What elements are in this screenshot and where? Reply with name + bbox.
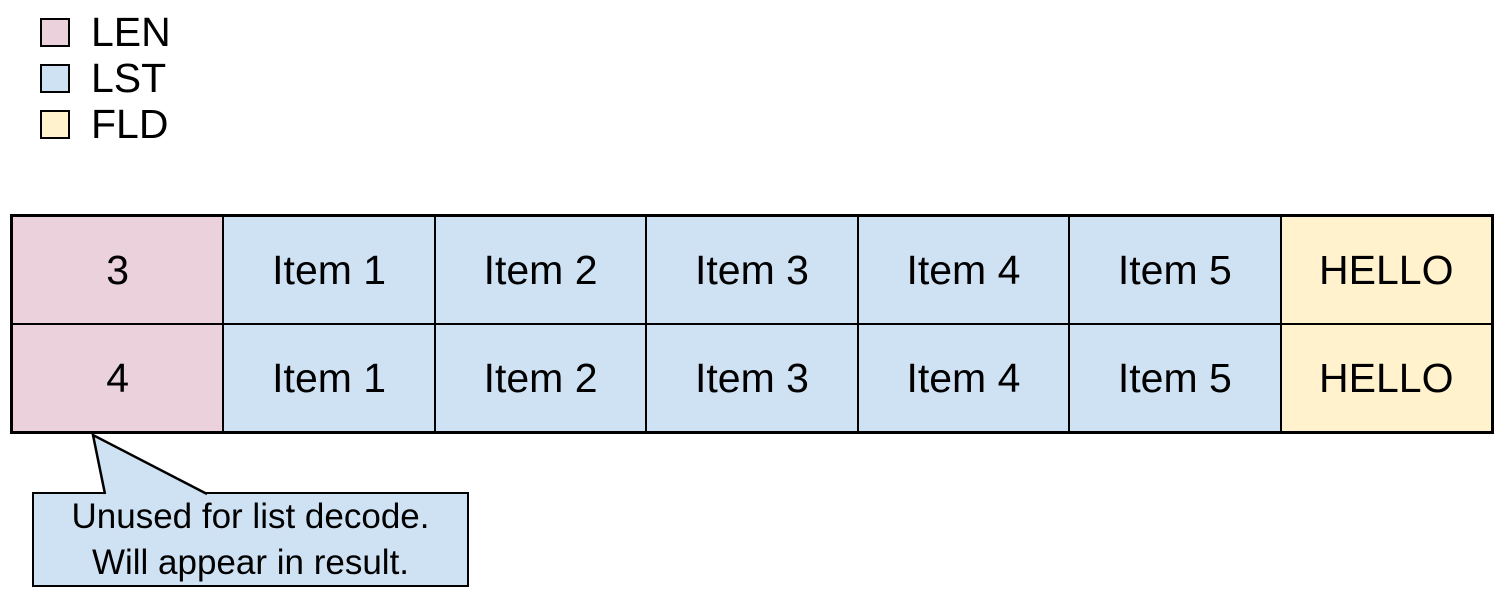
table-cell-field: HELLO	[1281, 325, 1491, 431]
legend-label: FLD	[91, 101, 169, 147]
table-cell-item: Item 4	[858, 325, 1069, 431]
callout-text-line: Unused for list decode.	[71, 496, 430, 536]
table-cell-item: Item 5	[1070, 217, 1280, 323]
table-cell-item: Item 2	[435, 217, 646, 323]
legend: LEN LST FLD	[40, 12, 171, 156]
fld-color-swatch	[40, 110, 70, 139]
table-cell-item: Item 4	[858, 217, 1069, 323]
table-cell-item: Item 1	[224, 325, 434, 431]
table-cell-length: 3	[13, 217, 223, 323]
table-cell-field: HELLO	[1281, 217, 1491, 323]
callout-tail-pointer	[91, 432, 208, 496]
table-cell-item: Item 3	[647, 325, 857, 431]
legend-label: LST	[91, 55, 167, 101]
table-cell-item: Item 3	[647, 217, 857, 323]
legend-label: LEN	[91, 9, 171, 55]
table-cell-length: 4	[13, 325, 223, 431]
len-color-swatch	[40, 18, 70, 47]
table-cell-item: Item 5	[1070, 325, 1280, 431]
lst-color-swatch	[40, 64, 70, 93]
table-cell-item: Item 2	[435, 325, 646, 431]
callout-text-line: Will appear in result.	[91, 542, 410, 582]
byte-layout-table: 3 Item 1 Item 2 Item 3 Item 4 Item 5 HEL…	[10, 214, 1494, 434]
legend-item-lst: LST	[40, 58, 171, 99]
legend-item-len: LEN	[40, 12, 171, 53]
legend-item-fld: FLD	[40, 104, 171, 145]
callout-bubble: Unused for list decode. Will appear in r…	[32, 492, 469, 587]
table-cell-item: Item 1	[224, 217, 434, 323]
